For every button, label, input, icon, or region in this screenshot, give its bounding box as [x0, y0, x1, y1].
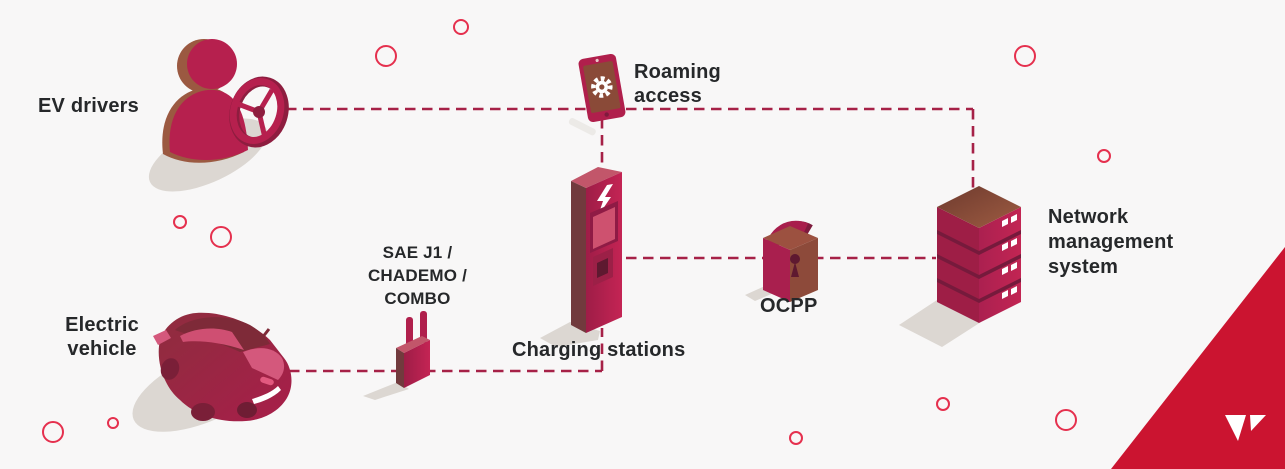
gear-icon	[591, 76, 613, 98]
plug-shadow	[363, 382, 409, 400]
label-network-management-system: Network management system	[1048, 206, 1174, 278]
server-stack-icon	[937, 186, 1021, 323]
label-connector-standards: SAE J1 / CHADEMO / COMBO	[367, 243, 468, 308]
lightning-bolt-icon	[597, 184, 613, 216]
keyhole	[790, 254, 800, 277]
corner-triangle	[1111, 247, 1285, 469]
decorative-dots	[42, 19, 1111, 445]
label-ev-drivers: EV drivers	[38, 95, 139, 117]
station-screen	[593, 207, 615, 249]
charging-plug-icon	[396, 311, 430, 388]
server-lights	[1002, 214, 1017, 299]
brand-corner	[1111, 247, 1285, 469]
label-electric-vehicle: Electric vehicle	[65, 314, 139, 360]
windshield	[243, 348, 285, 380]
charging-station-icon	[571, 167, 622, 333]
padlock-icon	[763, 220, 818, 302]
connection-lines	[286, 107, 975, 373]
headlight	[252, 386, 281, 404]
car-icon	[153, 312, 292, 422]
smartphone-gear-icon	[578, 53, 626, 123]
label-charging-stations: Charging stations	[512, 339, 686, 361]
label-roaming-access: Roaming access	[634, 61, 721, 107]
side-windows	[180, 328, 244, 350]
label-ocpp: OCPP	[760, 295, 818, 317]
phone-shadow	[568, 118, 596, 136]
v-arrow-logo	[1225, 415, 1266, 441]
driver-steering-wheel-icon	[162, 39, 289, 163]
